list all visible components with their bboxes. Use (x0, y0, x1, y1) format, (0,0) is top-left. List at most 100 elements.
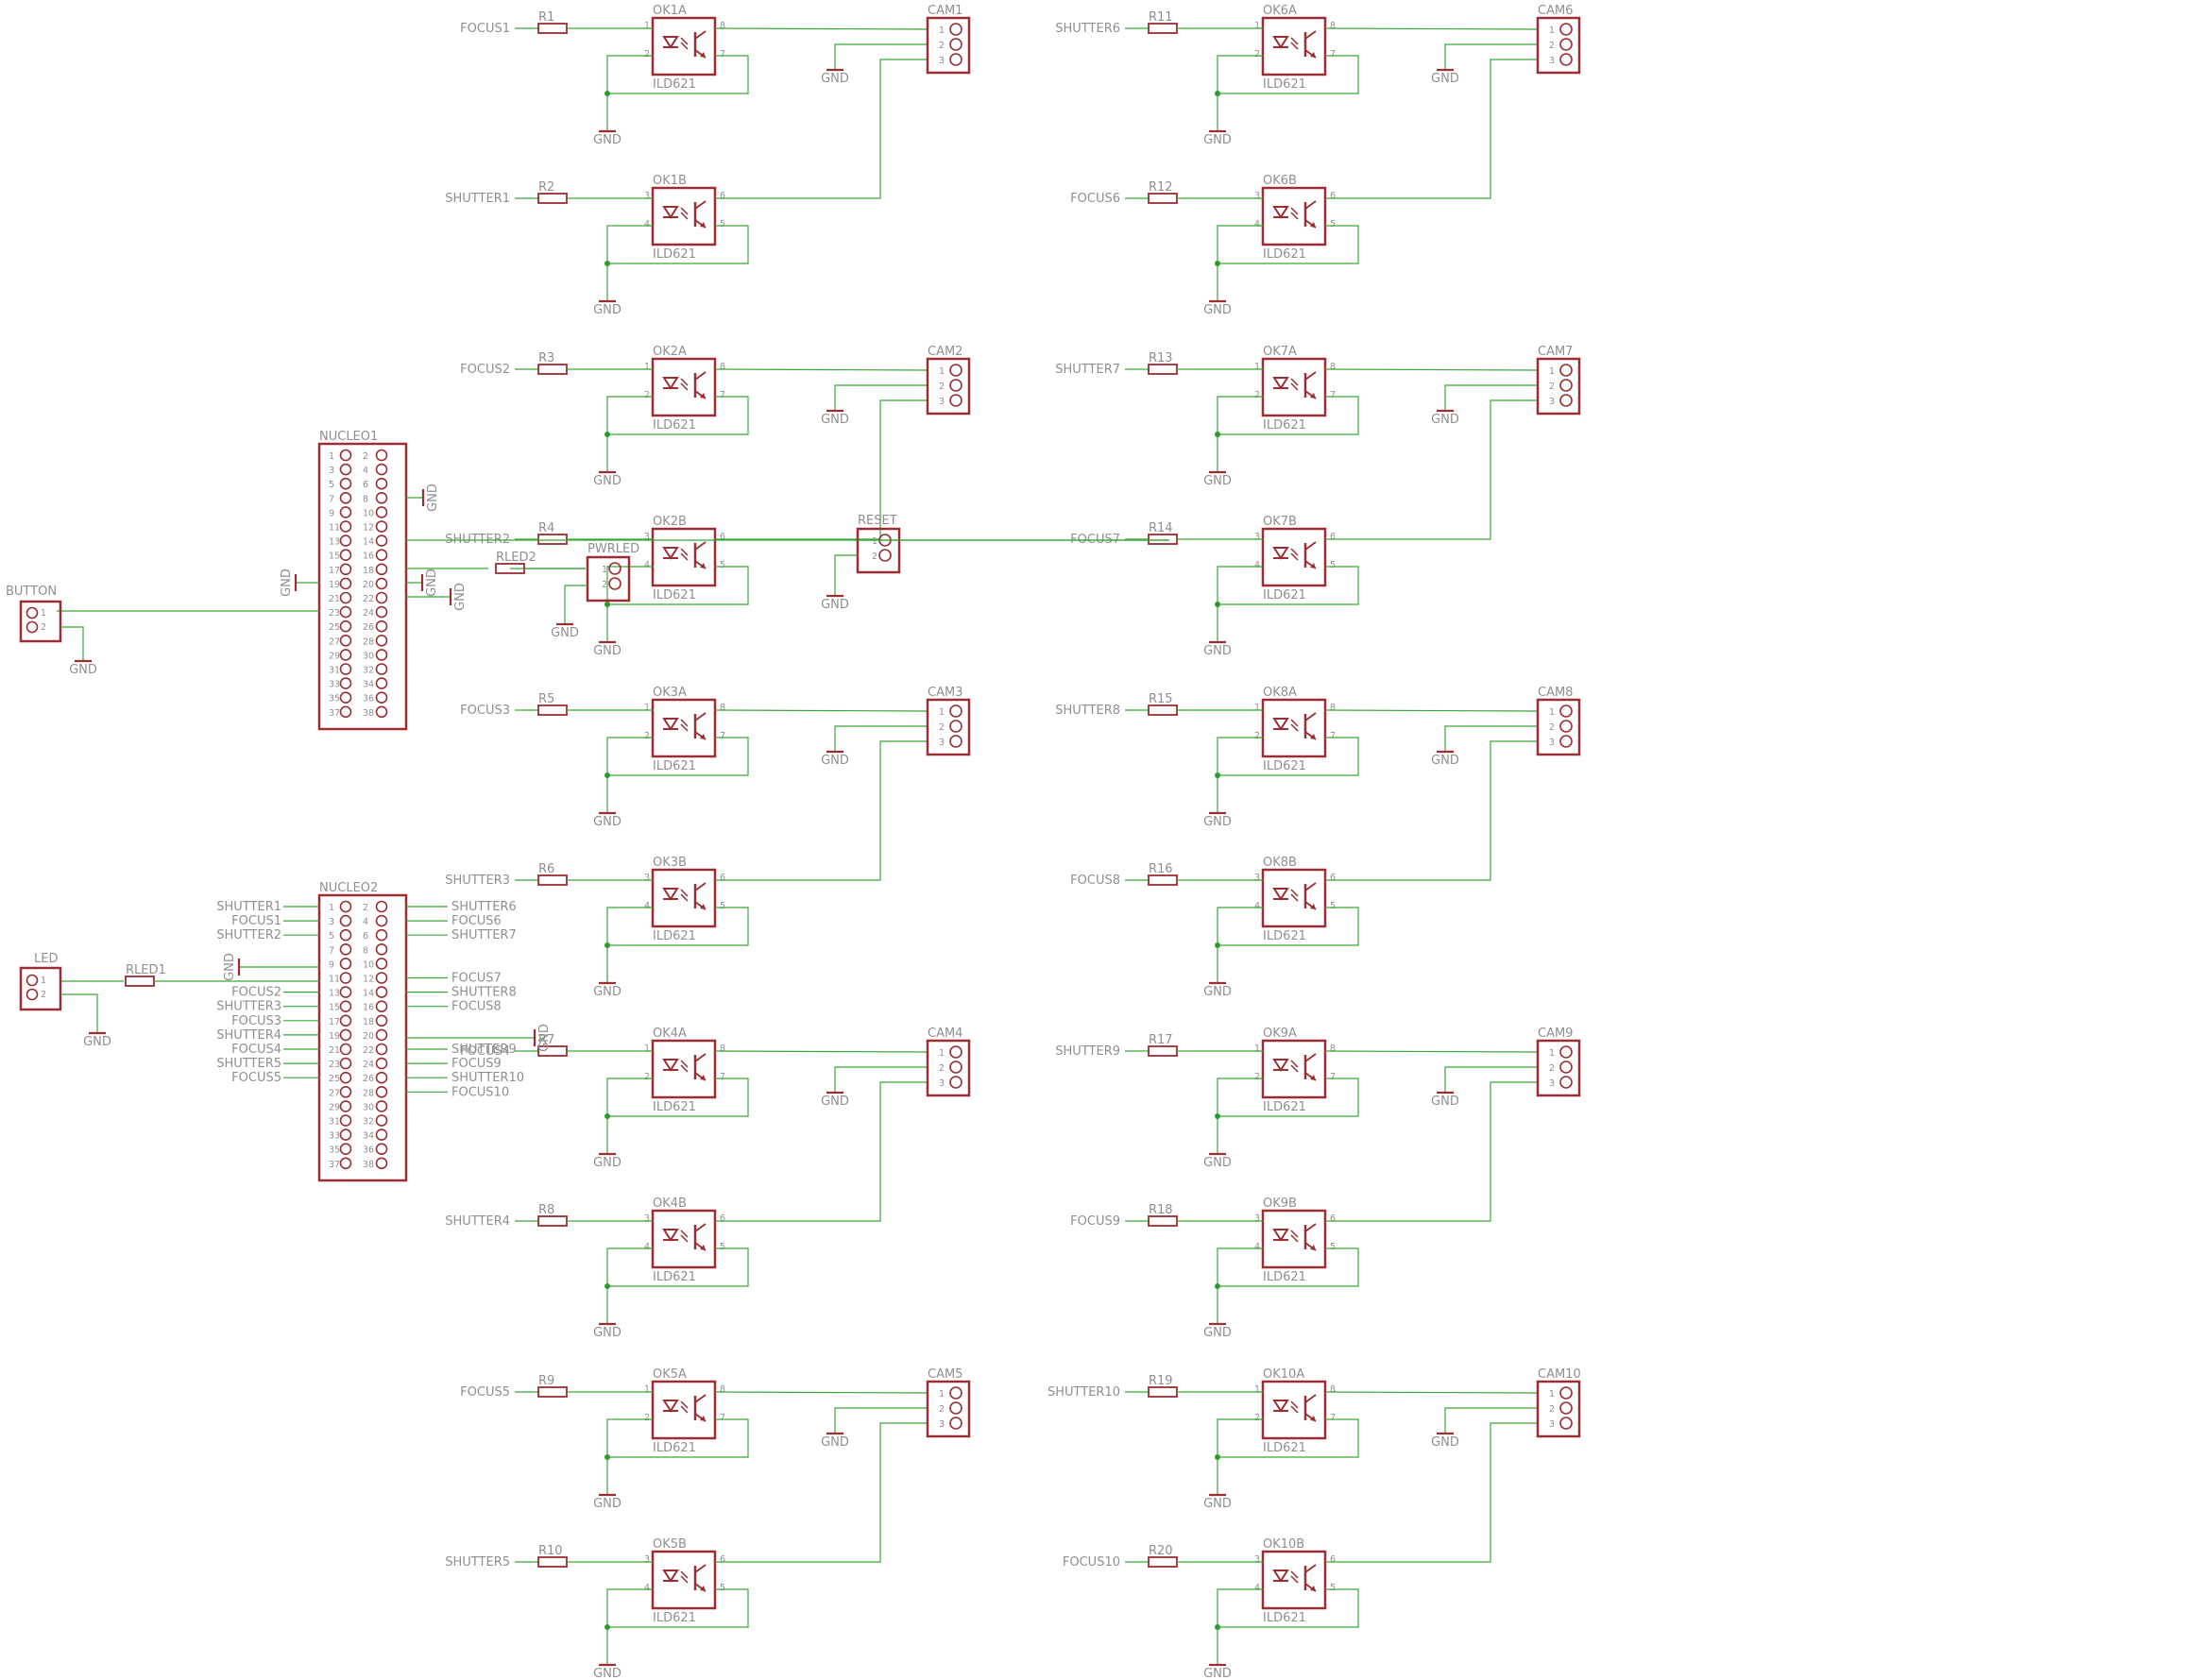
pin-number: 32 (363, 1117, 374, 1128)
pin-number: 8 (1330, 362, 1336, 372)
pin-number: 26 (363, 622, 374, 633)
pin-number: 1 (872, 536, 877, 547)
wire (1217, 55, 1263, 104)
pin-number: 6 (1330, 873, 1336, 883)
pin-number: 8 (363, 945, 368, 956)
optocoupler-body (651, 1039, 717, 1099)
gnd-label: GND (821, 1435, 849, 1450)
wire (607, 1078, 749, 1117)
pin-number: 14 (363, 537, 374, 548)
pin-number: 2 (41, 622, 46, 633)
pin-number: 13 (329, 989, 340, 999)
net-label: FOCUS3 (231, 1014, 281, 1028)
resistor-label: R3 (538, 351, 554, 365)
pin-number: 2 (1549, 1063, 1555, 1074)
pin-number: 2 (644, 731, 650, 741)
net-label: FOCUS9 (1070, 1214, 1120, 1229)
pin-number: 7 (329, 945, 334, 956)
optocoupler-value: ILD621 (653, 1441, 696, 1455)
wire (715, 1081, 928, 1222)
emission-arrow (680, 378, 689, 386)
wire (715, 59, 928, 199)
optocoupler-value: ILD621 (1263, 759, 1306, 773)
pin-number: 33 (329, 680, 340, 690)
wire (1444, 725, 1538, 744)
transistor-collector (1304, 712, 1317, 721)
pin-number: 2 (363, 903, 368, 913)
gnd-label: GND (821, 1095, 849, 1109)
resistor-label: R15 (1149, 692, 1173, 706)
gnd-symbol: GND (83, 1031, 111, 1049)
pin-number: 2 (939, 41, 945, 51)
pin-number: 3 (644, 532, 650, 542)
gnd-label: GND (593, 474, 622, 488)
header-pin (375, 520, 388, 533)
emitter-arrow-icon (1310, 563, 1316, 568)
pin-number: 2 (644, 390, 650, 400)
optocoupler-value: ILD621 (1263, 929, 1306, 943)
gnd-symbol: GND (593, 104, 622, 147)
pin-number: 2 (1549, 1404, 1555, 1415)
pin-number: 5 (1330, 901, 1336, 911)
pin-number: 3 (1254, 873, 1260, 883)
header-pin (339, 1143, 352, 1155)
connector-pin (1559, 23, 1573, 36)
gnd-label: GND (1203, 133, 1232, 147)
pin-number: 25 (329, 1074, 340, 1084)
connector-pin (1559, 1401, 1573, 1415)
emission-arrow (680, 889, 689, 897)
wire (1217, 566, 1263, 615)
gnd-symbol: GND (223, 953, 241, 981)
optocoupler-value: ILD621 (653, 1611, 696, 1625)
transistor-collector (1304, 541, 1317, 551)
pin-number: 6 (720, 532, 725, 542)
connector-pin (949, 23, 962, 36)
connector-pin (1559, 735, 1573, 748)
connector-body (19, 600, 62, 643)
header-pin (339, 463, 352, 476)
pin-number: 5 (1330, 1583, 1336, 1593)
emission-arrow (1290, 723, 1299, 732)
wire (834, 725, 928, 744)
net-label: SHUTTER6 (451, 900, 517, 914)
emitter-arrow-icon (1310, 222, 1316, 228)
led-diode-icon (1272, 206, 1289, 219)
pin-number: 7 (1330, 49, 1336, 59)
pin-number: 4 (1254, 901, 1260, 911)
transistor-collector (694, 1564, 707, 1573)
wire (714, 709, 928, 712)
pin-number: 3 (1254, 1213, 1260, 1224)
header-pin (375, 619, 388, 633)
pin-number: 2 (872, 552, 877, 562)
emission-arrow (680, 37, 689, 45)
header-pin (375, 577, 388, 590)
optocoupler-name: OK3B (653, 856, 687, 870)
resistor: R8 (537, 1203, 568, 1227)
emission-arrow (680, 723, 689, 732)
pin-number: 10 (363, 959, 374, 970)
optocoupler-name: OK6B (1263, 174, 1297, 188)
camera-channel-3: 1287OK3AILD621FOCUS3R5GND3465OK3BILD621S… (445, 686, 971, 999)
optocoupler-name: OK7B (1263, 515, 1297, 529)
pin-number: 1 (1549, 1048, 1555, 1059)
pin-number: 2 (644, 49, 650, 59)
wire (1218, 1247, 1359, 1287)
resistor-body (537, 1556, 568, 1568)
pin-number: 1 (329, 451, 334, 462)
connector-name: CAM6 (1538, 4, 1573, 18)
wire (606, 396, 653, 445)
led-diode-icon (662, 1570, 679, 1583)
connector-body (1536, 1380, 1581, 1438)
gnd-symbol: GND (593, 1297, 622, 1340)
led-diode-icon (1272, 718, 1289, 731)
pin-number: 6 (1330, 191, 1336, 201)
wire (834, 554, 858, 595)
header-pin (339, 449, 352, 462)
resistor-body (1148, 364, 1178, 375)
junction-dot (1215, 1624, 1220, 1630)
net-label: FOCUS5 (460, 1385, 510, 1400)
connector-pin (949, 53, 962, 66)
header-pin (339, 1000, 352, 1012)
